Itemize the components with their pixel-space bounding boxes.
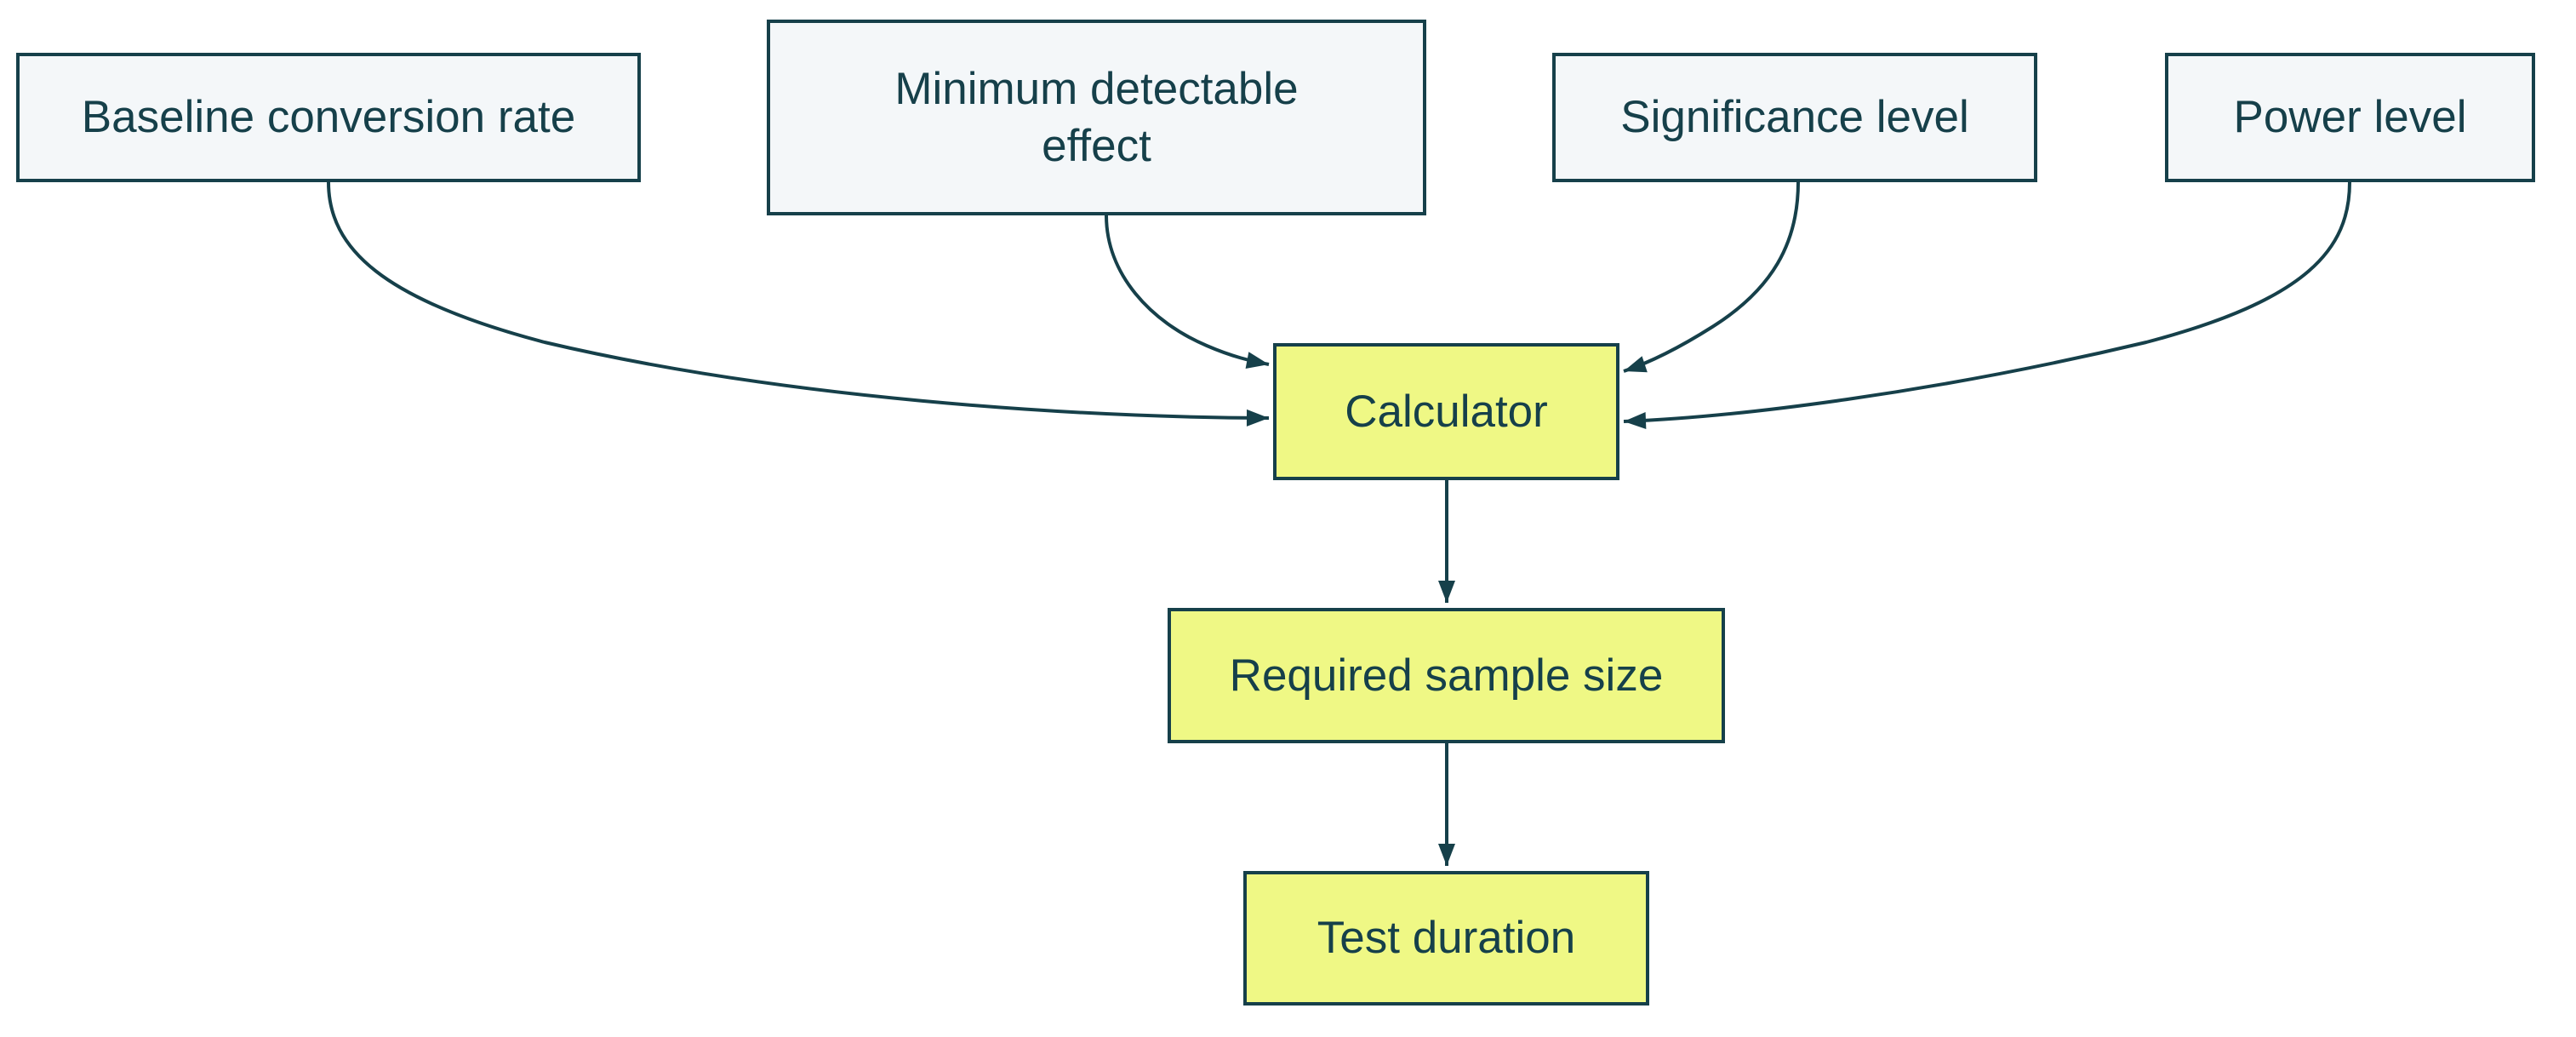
node-calculator: Calculator [1273, 343, 1619, 480]
node-power-level: Power level [2165, 53, 2535, 182]
edge-power-to-calculator [1623, 181, 2351, 430]
node-test-duration: Test duration [1243, 871, 1649, 1005]
edge-mde-to-calculator [1105, 215, 1270, 369]
node-label-sample: Required sample size [1229, 650, 1664, 701]
edge-baseline-to-calculator [327, 181, 1270, 427]
node-label-significance: Significance level [1620, 92, 1969, 143]
node-significance-level: Significance level [1552, 53, 2037, 182]
node-label-power: Power level [2233, 92, 2467, 143]
node-label-baseline: Baseline conversion rate [81, 92, 576, 143]
node-label-mde: Minimum detectable effect [894, 63, 1299, 171]
edge-significance-to-calculator [1623, 181, 1800, 373]
node-label-duration: Test duration [1317, 913, 1576, 964]
node-label-calculator: Calculator [1345, 386, 1548, 437]
node-required-sample-size: Required sample size [1168, 608, 1725, 743]
node-minimum-detectable-effect: Minimum detectable effect [767, 20, 1426, 215]
node-baseline-conversion-rate: Baseline conversion rate [16, 53, 641, 182]
